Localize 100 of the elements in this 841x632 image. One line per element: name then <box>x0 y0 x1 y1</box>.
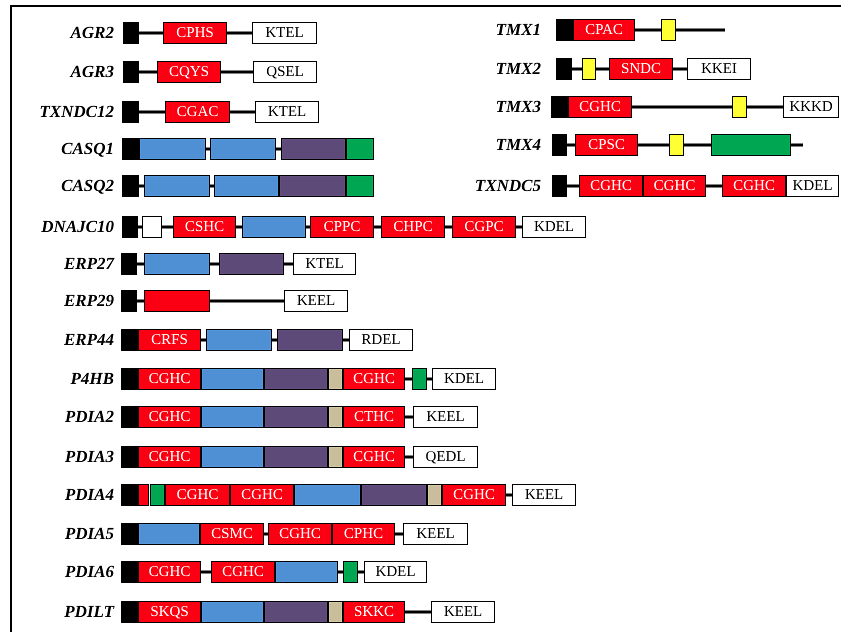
domain-box <box>279 175 346 197</box>
domain-box <box>201 406 264 428</box>
domain-box <box>139 138 206 160</box>
domain-box: CSMC <box>200 523 264 545</box>
linker-line <box>210 300 284 302</box>
signal-peptide-box <box>121 406 138 428</box>
gene-name: ERP29 <box>64 292 114 309</box>
domain-box: CSHC <box>173 216 236 238</box>
linker-line <box>272 338 277 342</box>
signal-peptide-box <box>121 290 137 312</box>
signal-peptide-box <box>556 58 572 80</box>
gene-name: TXNDC12 <box>39 103 114 120</box>
domain-box: CHPC <box>381 216 445 238</box>
domain-box <box>144 290 210 312</box>
linker-line <box>139 70 157 74</box>
linker-line <box>395 532 403 536</box>
linker-line <box>405 456 413 458</box>
gene-name: ERP44 <box>64 331 114 348</box>
domain-box: CPAC <box>573 19 635 41</box>
linker-line <box>230 110 255 114</box>
linker-line <box>706 184 722 188</box>
domain-box <box>201 601 264 623</box>
linker-line <box>210 184 214 188</box>
domain-box: CGPC <box>452 216 516 238</box>
linker-line <box>632 106 732 108</box>
domain-box: CGHC <box>230 484 294 506</box>
domain-box <box>294 484 361 506</box>
signal-peptide-box <box>551 96 568 118</box>
transmembrane-box <box>669 134 684 156</box>
linker-line <box>236 226 242 228</box>
signal-peptide-box <box>121 329 138 351</box>
domain-box: CGHC <box>165 484 230 506</box>
linker-line <box>264 532 268 536</box>
retention-motif-box: RDEL <box>349 329 413 351</box>
linker-line <box>227 32 252 34</box>
linker-line <box>201 570 211 574</box>
linker-line <box>427 378 432 380</box>
linker-line <box>276 148 281 150</box>
signal-peptide-box <box>122 101 139 123</box>
signal-peptide-box <box>121 561 138 583</box>
domain-box <box>219 253 284 275</box>
domain-box <box>201 368 264 390</box>
domain-box: CGHC <box>343 368 405 390</box>
linker-line <box>516 226 522 228</box>
domain-box <box>138 523 200 545</box>
domain-box: SKKC <box>343 601 405 623</box>
domain-box <box>711 134 791 156</box>
gene-name: PDIA2 <box>64 408 114 425</box>
gene-name: P4HB <box>70 370 114 387</box>
linker-line <box>638 144 669 146</box>
retention-motif-box: KTEL <box>252 22 317 44</box>
retention-motif-box: KTEL <box>293 253 356 275</box>
domain-box <box>264 368 328 390</box>
linker-line <box>374 226 381 228</box>
retention-motif-box: KEEL <box>431 601 495 623</box>
linker-box <box>427 484 442 506</box>
retention-motif-box <box>142 216 162 238</box>
linker-line <box>343 338 349 342</box>
domain-box: CGHC <box>579 175 643 197</box>
gene-name: TXNDC5 <box>474 177 541 194</box>
domain-box <box>361 484 427 506</box>
linker-line <box>210 262 219 266</box>
domain-box <box>214 175 279 197</box>
linker-line <box>138 226 142 228</box>
domain-box: SNDC <box>609 58 673 80</box>
signal-peptide-box <box>121 523 138 545</box>
linker-line <box>139 184 144 188</box>
domain-box: CGHC <box>138 446 201 468</box>
linker-line <box>596 68 609 70</box>
domain-box: CGHC <box>442 484 506 506</box>
domain-box <box>264 446 328 468</box>
linker-line <box>139 110 165 114</box>
domain-box <box>281 138 346 160</box>
domain-box: SKQS <box>138 601 201 623</box>
retention-motif-box: KKEI <box>687 58 751 80</box>
domain-box: CRFS <box>138 329 201 351</box>
retention-motif-box: QEDL <box>413 446 478 468</box>
linker-line <box>572 68 582 70</box>
domain-box: CGHC <box>211 561 275 583</box>
linker-box <box>328 446 343 468</box>
linker-line <box>162 226 173 228</box>
linker-box <box>328 601 343 623</box>
retention-motif-box: KTEL <box>255 101 319 123</box>
domain-box <box>264 406 328 428</box>
linker-line <box>567 144 575 146</box>
signal-peptide-box <box>552 134 567 156</box>
linker-line <box>635 28 661 32</box>
domain-box <box>343 561 358 583</box>
linker-box <box>328 368 343 390</box>
transmembrane-box <box>582 58 596 80</box>
domain-box: CGHC <box>138 406 201 428</box>
signal-peptide-box <box>121 601 138 623</box>
linker-line <box>201 338 206 342</box>
linker-box <box>328 406 343 428</box>
domain-box <box>201 446 264 468</box>
gene-name: PDIA4 <box>64 486 114 503</box>
linker-line <box>405 416 413 418</box>
signal-peptide-box <box>121 253 137 275</box>
gene-name: PDIA3 <box>64 448 114 465</box>
signal-peptide-box <box>121 446 138 468</box>
